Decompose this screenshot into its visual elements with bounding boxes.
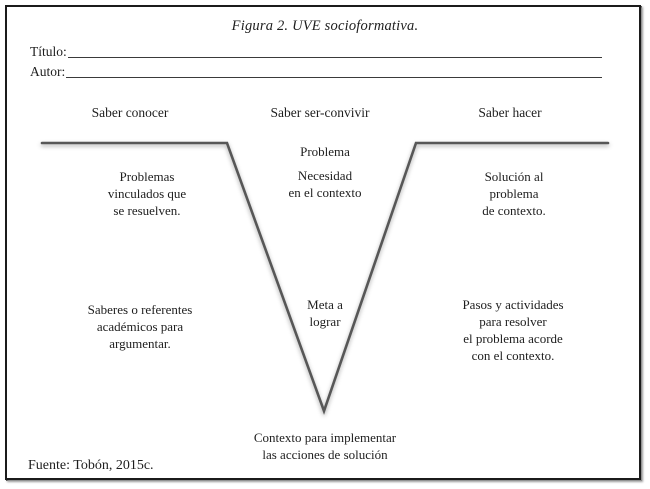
source-text: Fuente: Tobón, 2015c.: [28, 458, 154, 473]
solucion-problema-text: Solución al problema de contexto.: [482, 169, 546, 219]
column-header-saber-ser-convivir: Saber ser-convivir: [270, 105, 370, 120]
author-row: Autor:: [30, 62, 602, 80]
title-row: Título:: [30, 42, 602, 60]
author-underline: [66, 76, 602, 78]
author-label: Autor:: [30, 64, 66, 79]
figure-caption: Figura 2. UVE socioformativa.: [231, 18, 419, 34]
meta-lograr-label: Meta a lograr: [307, 297, 343, 330]
problemas-vinculados-text: Problemas vinculados que se resuelven.: [107, 169, 187, 219]
problema-label: Problema: [300, 144, 350, 159]
figure-frame: [5, 5, 641, 480]
title-label: Título:: [30, 44, 67, 59]
column-header-saber-hacer: Saber hacer: [478, 105, 542, 120]
vee-outline: [40, 141, 610, 415]
saberes-referentes-text: Saberes o referentes académicos para arg…: [87, 302, 193, 352]
title-underline: [67, 56, 602, 58]
pasos-actividades-text: Pasos y actividades para resolver el pro…: [462, 297, 564, 364]
necesidad-label: Necesidad en el contexto: [288, 168, 362, 201]
column-header-saber-conocer: Saber conocer: [91, 105, 169, 120]
contexto-implementar-text: Contexto para implementar las acciones d…: [253, 430, 397, 463]
